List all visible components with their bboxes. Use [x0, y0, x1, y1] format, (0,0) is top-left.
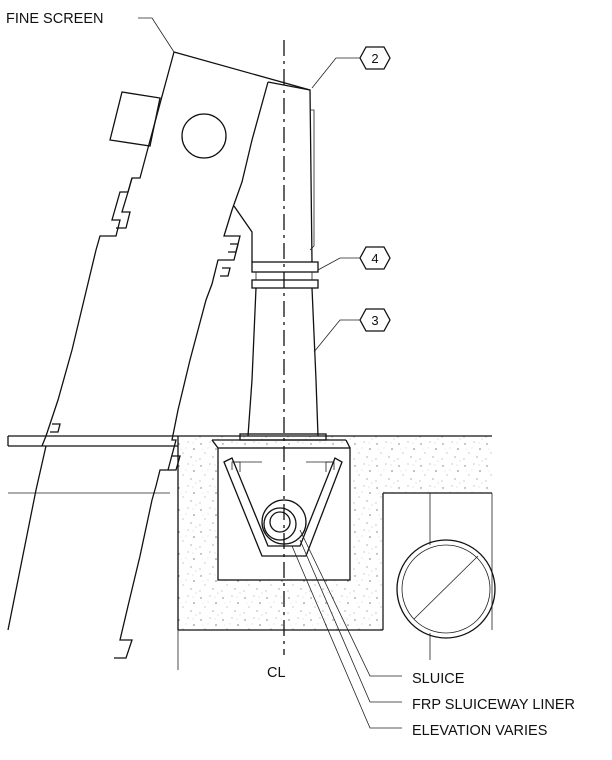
callout-3: 3 [359, 308, 391, 332]
frp-sluiceway-liner [223, 457, 343, 557]
elevation-label: ELEVATION VARIES [412, 723, 547, 739]
callout-2-label: 2 [371, 51, 378, 66]
frp-liner-label: FRP SLUICEWAY LINER [412, 697, 575, 713]
leader-lines [138, 17, 402, 729]
callout-2: 2 [359, 46, 391, 70]
sluice-label: SLUICE [412, 671, 465, 687]
fine-screen [7, 51, 311, 659]
callout-3-label: 3 [371, 313, 378, 328]
large-pipe-section [396, 539, 496, 639]
fine-screen-label: FINE SCREEN [6, 11, 104, 27]
callout-4-label: 4 [371, 251, 378, 266]
sluice-pipe [261, 499, 307, 545]
centerline-label: CL [267, 665, 286, 681]
concrete-slab [7, 435, 493, 670]
concrete-fill [178, 436, 492, 630]
callout-4: 4 [359, 246, 391, 270]
discharge-chute [233, 81, 327, 441]
